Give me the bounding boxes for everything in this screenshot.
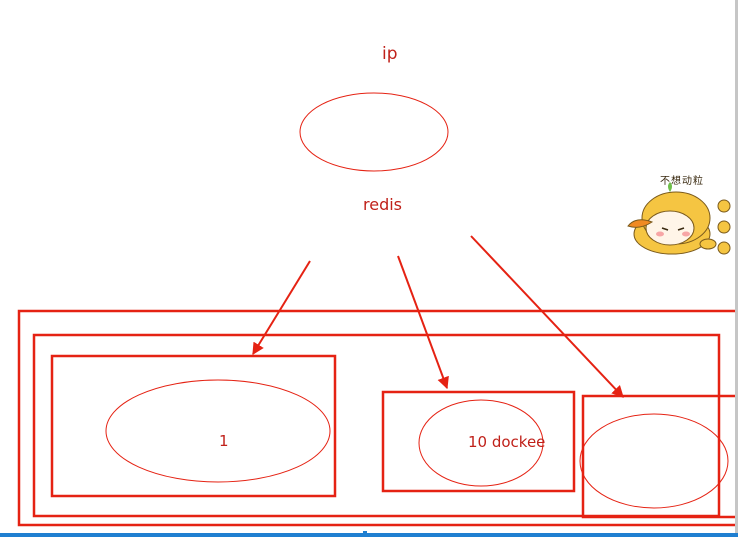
node-third-ellipse: [579, 413, 729, 509]
duck-mascot-sticker: [620, 172, 736, 264]
node-docker-ellipse: [418, 399, 544, 487]
outer-container-box: [17, 309, 738, 527]
node-docker-box: [381, 390, 576, 493]
inner-container-box: [32, 333, 721, 518]
node-one-ellipse: [105, 379, 331, 483]
sticker-caption: 不想动粒: [660, 176, 704, 187]
arrow-to-node-third: [470, 235, 624, 398]
node-one-label: 1: [219, 432, 229, 450]
arrow-to-node-one: [252, 260, 311, 356]
redis-label: redis: [363, 195, 403, 214]
window-bottom-border: [0, 533, 738, 537]
node-one-box: [50, 354, 337, 498]
arrow-to-node-docker: [397, 255, 449, 390]
ip-label: ip: [382, 44, 398, 64]
ip-ellipse: [299, 92, 449, 172]
node-third-box: [581, 394, 738, 519]
resize-marker: [363, 531, 367, 537]
window-right-border: [735, 0, 738, 537]
node-docker-label: 10 dockee: [468, 433, 546, 451]
